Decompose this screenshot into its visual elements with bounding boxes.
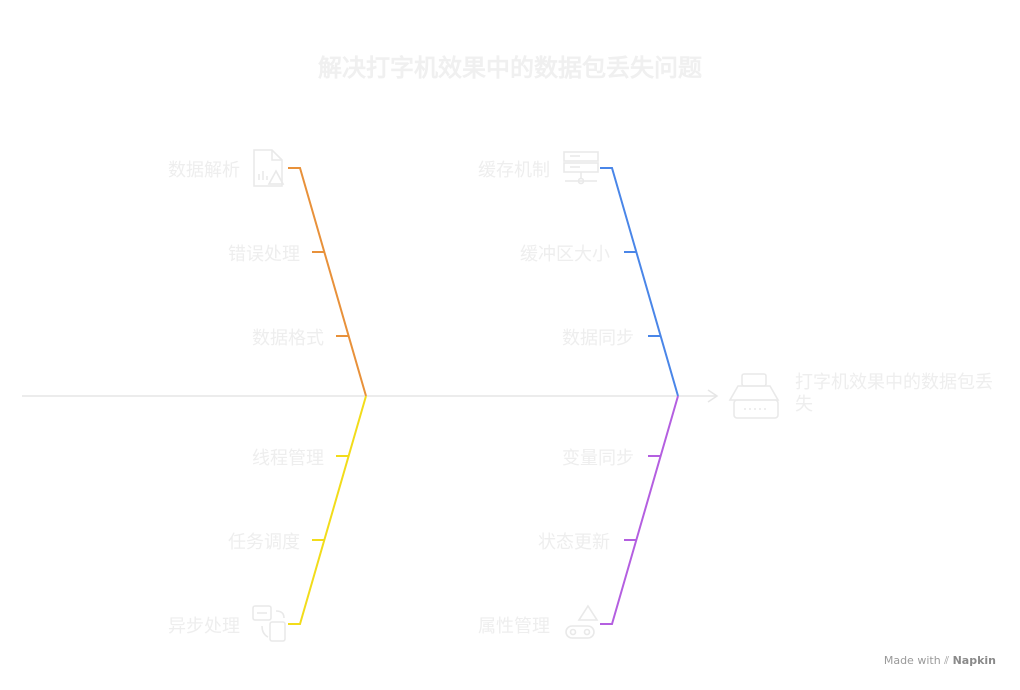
cause-label: 线程管理 bbox=[252, 448, 324, 469]
cause-label: 属性管理 bbox=[478, 616, 550, 637]
cause-label: 缓存机制 bbox=[478, 160, 550, 181]
footer: Made with ⫽ Napkin bbox=[884, 654, 996, 668]
sync-devices-icon bbox=[252, 605, 286, 642]
cause-label: 数据同步 bbox=[562, 328, 634, 349]
napkin-logo-icon: ⫽ bbox=[944, 654, 950, 667]
cause-label: 异步处理 bbox=[168, 616, 240, 637]
cause-label: 任务调度 bbox=[228, 532, 300, 553]
cause-label: 数据解析 bbox=[168, 160, 240, 181]
made-with-text: Made with bbox=[883, 654, 941, 667]
typewriter-icon bbox=[728, 373, 780, 419]
effect-label: 打字机效果中的数据包丢失 bbox=[795, 372, 993, 415]
diagram-title: 解决打字机效果中的数据包丢失问题 bbox=[318, 54, 702, 82]
brand-name: Napkin bbox=[952, 654, 996, 667]
cause-label: 变量同步 bbox=[562, 448, 634, 469]
cause-label: 状态更新 bbox=[538, 532, 610, 553]
bone-bottom-right bbox=[600, 395, 679, 625]
cause-label: 数据格式 bbox=[252, 328, 324, 349]
bone-bottom-left bbox=[288, 395, 367, 625]
document-alert-icon bbox=[253, 149, 285, 187]
bone-top-right bbox=[600, 167, 679, 397]
cause-label: 缓冲区大小 bbox=[520, 244, 610, 265]
database-server-icon bbox=[563, 151, 599, 185]
bone-top-left bbox=[288, 167, 367, 397]
spine-arrowhead bbox=[707, 389, 719, 403]
cause-label: 错误处理 bbox=[228, 244, 300, 265]
shapes-icon bbox=[565, 604, 599, 639]
